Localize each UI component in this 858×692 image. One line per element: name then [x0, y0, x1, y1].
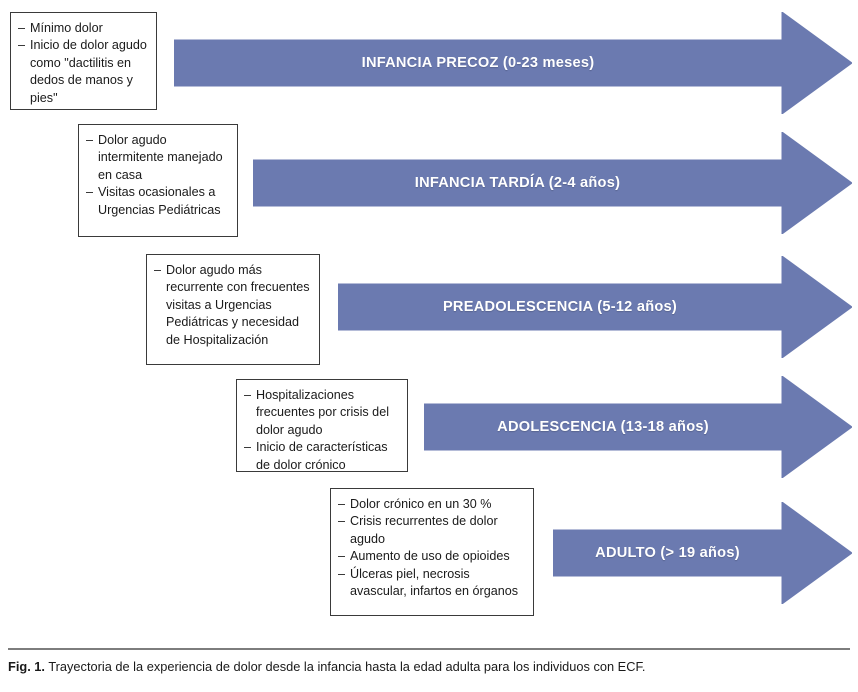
caption-text: Trayectoria de la experiencia de dolor d…	[48, 659, 646, 674]
bullet-list: Dolor crónico en un 30 % Crisis recurren…	[338, 496, 525, 600]
arrow-preadolescencia	[338, 256, 852, 358]
bullet-item: Dolor agudo más recurrente con frecuente…	[154, 262, 311, 349]
caption-label: Fig. 1.	[8, 659, 45, 674]
stage-label-text: INFANCIA TARDÍA (2-4 años)	[414, 175, 621, 191]
callout-infancia-tardia: Dolor agudo intermitente manejado en cas…	[78, 124, 238, 237]
bullet-item: Dolor agudo intermitente manejado en cas…	[86, 132, 229, 184]
stage-label-text: ADULTO (> 19 años)	[595, 545, 740, 561]
stage-label-text: ADOLESCENCIA (13-18 años)	[497, 419, 709, 435]
bullet-item: Mínimo dolor	[18, 20, 148, 38]
bullet-list: Hospitalizaciones frecuentes por crisis …	[244, 387, 399, 474]
arrow-label-preadolescencia: PREADOLESCENCIA (5-12 años)	[338, 256, 782, 358]
bullet-list: Mínimo dolor Inicio de dolor agudo como …	[18, 20, 148, 107]
arrow-shape-icon	[174, 12, 852, 114]
bullet-item: Visitas ocasionales a Urgencias Pediátri…	[86, 184, 229, 219]
bullet-item: Inicio de dolor agudo como "dactilitis e…	[18, 37, 148, 107]
bullet-item: Dolor crónico en un 30 %	[338, 496, 525, 514]
arrow-shape-icon	[253, 132, 852, 234]
bullet-item: Aumento de uso de opioides	[338, 548, 525, 566]
arrow-label-infancia-precoz: INFANCIA PRECOZ (0-23 meses)	[174, 12, 782, 114]
callout-preadolescencia: Dolor agudo más recurrente con frecuente…	[146, 254, 320, 365]
arrow-shape-icon	[338, 256, 852, 358]
stage-label-text: INFANCIA PRECOZ (0-23 meses)	[361, 55, 595, 71]
figure-caption: Fig. 1. Trayectoria de la experiencia de…	[8, 658, 850, 675]
bullet-list: Dolor agudo más recurrente con frecuente…	[154, 262, 311, 349]
arrow-infancia-tardia	[253, 132, 852, 234]
arrow-label-adolescencia: ADOLESCENCIA (13-18 años)	[424, 376, 782, 478]
arrow-infancia-precoz	[174, 12, 852, 114]
bullet-item: Inicio de características de dolor cróni…	[244, 439, 399, 474]
arrow-shape-icon	[424, 376, 852, 478]
callout-adolescencia: Hospitalizaciones frecuentes por crisis …	[236, 379, 408, 472]
caption-divider	[8, 648, 850, 650]
callout-adulto: Dolor crónico en un 30 % Crisis recurren…	[330, 488, 534, 616]
bullet-item: Hospitalizaciones frecuentes por crisis …	[244, 387, 399, 439]
arrow-shape-icon	[553, 502, 852, 604]
bullet-item: Crisis recurrentes de dolor agudo	[338, 513, 525, 548]
bullet-list: Dolor agudo intermitente manejado en cas…	[86, 132, 229, 219]
stage-label-text: PREADOLESCENCIA (5-12 años)	[442, 299, 678, 315]
arrow-label-infancia-tardia: INFANCIA TARDÍA (2-4 años)	[253, 132, 782, 234]
arrow-adolescencia	[424, 376, 852, 478]
callout-infancia-precoz: Mínimo dolor Inicio de dolor agudo como …	[10, 12, 157, 110]
arrow-adulto	[553, 502, 852, 604]
arrow-label-adulto: ADULTO (> 19 años)	[553, 502, 782, 604]
bullet-item: Úlceras piel, necrosis avascular, infart…	[338, 566, 525, 601]
